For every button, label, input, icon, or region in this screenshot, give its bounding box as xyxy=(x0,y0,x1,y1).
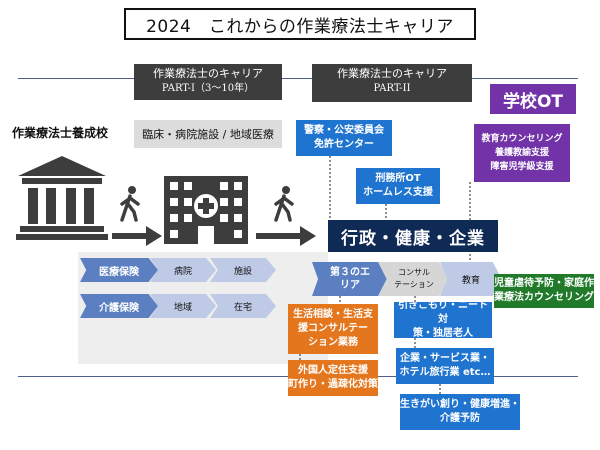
business-line1: 企業・サービス業・ xyxy=(400,353,490,364)
life-consult-line3: ション業務 xyxy=(308,337,358,348)
business-box: 企業・サービス業・ ホテル旅行業 etc… xyxy=(396,348,494,384)
consultation-line1: コンサル xyxy=(398,268,430,277)
chevron-consultation: コンサル テーション xyxy=(378,262,450,296)
top-divider xyxy=(18,78,578,79)
life-consult-line1: 生活相談・生活支 xyxy=(293,309,373,320)
foreign-residents-line2: 町作り・過疎化対策 xyxy=(288,379,378,390)
chevron-third-area: 第３のエ リア xyxy=(312,262,388,296)
third-area-line2: リア xyxy=(340,280,360,291)
abuse-prevention-line2: 業療法カウンセリング xyxy=(494,292,594,303)
walking-person-icon xyxy=(274,186,294,222)
page-title: 2024 これからの作業療法士キャリア xyxy=(124,8,476,40)
arrow-right-icon xyxy=(112,226,162,246)
consultation-line2: テーション xyxy=(394,280,434,289)
school-services-line3: 障害児学級支援 xyxy=(490,162,554,172)
clinical-box: 臨床・病院施設 / 地域医療 xyxy=(134,120,282,148)
police-line1: 警察・公安委員会 xyxy=(304,125,384,136)
prison-line2: ホームレス支援 xyxy=(363,187,433,198)
hikikomori-line2: 策・独居老人 xyxy=(413,328,473,339)
hikikomori-line1: 引きこもり・ニート対 xyxy=(398,300,488,325)
chevron-home: 在宅 xyxy=(210,294,276,318)
chevron-education: 教育 xyxy=(440,262,502,296)
chevron-care-insurance: 介護保険 xyxy=(80,294,158,318)
chevron-hospital: 病院 xyxy=(150,258,216,282)
walking-person-icon xyxy=(120,186,140,222)
part1-box: 作業療法士のキャリア PART-I（3〜10年） xyxy=(134,64,282,100)
abuse-prevention-box: 児童虐待予防・家庭作 業療法カウンセリング xyxy=(494,274,594,308)
police-line2: 免許センター xyxy=(314,139,374,150)
part1-line2: PART-I（3〜10年） xyxy=(161,83,255,94)
training-school-label: 作業療法士養成校 xyxy=(12,126,109,140)
wellbeing-line1: 生きがい創り・健康増進・ xyxy=(400,399,520,410)
chevron-facility: 施設 xyxy=(210,258,276,282)
arrow-right-icon xyxy=(256,226,316,246)
life-consult-box: 生活相談・生活支 援コンサルテー ション業務 xyxy=(288,304,378,354)
foreign-residents-box: 外国人定住支援 町作り・過疎化対策 xyxy=(288,360,378,396)
prison-line1: 刑務所OT xyxy=(375,173,421,184)
chevron-medical-insurance: 医療保険 xyxy=(80,258,158,282)
school-services-box: 教育カウンセリング 養護教諭支援 障害児学級支援 xyxy=(474,124,570,182)
abuse-prevention-line1: 児童虐待予防・家庭作 xyxy=(494,278,594,289)
school-services-line2: 養護教諭支援 xyxy=(494,148,549,158)
prison-box: 刑務所OT ホームレス支援 xyxy=(356,168,440,204)
hospital-building-icon xyxy=(164,176,248,244)
part1-line1: 作業療法士のキャリア xyxy=(153,67,263,80)
business-line2: ホテル旅行業 etc… xyxy=(399,367,491,378)
part2-line1: 作業療法士のキャリア xyxy=(337,67,447,80)
part2-box: 作業療法士のキャリア PART-II xyxy=(312,64,472,102)
third-area-line1: 第３のエ xyxy=(330,267,370,278)
part2-line2: PART-II xyxy=(373,83,411,94)
wellbeing-box: 生きがい創り・健康増進・ 介護予防 xyxy=(400,394,520,430)
school-ot-box: 学校OT xyxy=(490,84,576,114)
chevron-community: 地域 xyxy=(150,294,216,318)
hikikomori-box: 引きこもり・ニート対 策・独居老人 xyxy=(394,300,492,339)
school-services-line1: 教育カウンセリング xyxy=(481,134,563,144)
foreign-residents-line1: 外国人定住支援 xyxy=(298,365,368,376)
police-box: 警察・公安委員会 免許センター xyxy=(296,120,392,156)
life-consult-line2: 援コンサルテー xyxy=(298,323,368,334)
wellbeing-line2: 介護予防 xyxy=(440,413,480,424)
bank-building-icon xyxy=(16,156,108,240)
